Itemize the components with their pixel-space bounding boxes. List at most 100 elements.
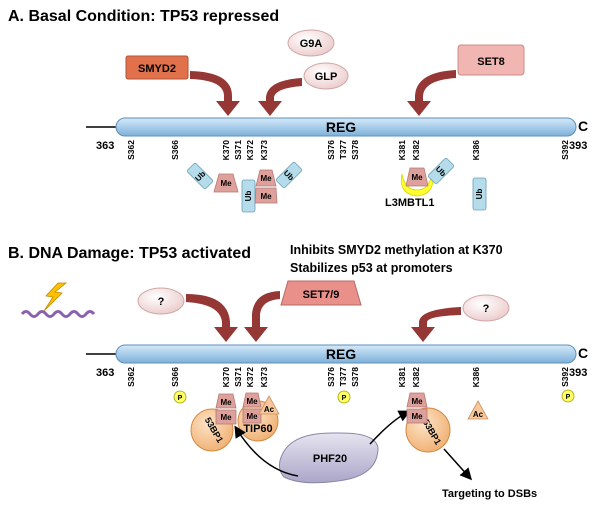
set79-enzyme: SET7/9 <box>280 280 362 306</box>
phospho-mark-s376: P <box>337 390 351 404</box>
svg-text:Me: Me <box>220 179 232 188</box>
panel-b-start-residue: 363 <box>96 367 114 379</box>
g9a-enzyme: G9A <box>287 29 335 57</box>
panel-a-end-residue: 393 <box>569 140 587 152</box>
ac-mark-b-k373: Ac <box>258 395 280 415</box>
phf20-to-k382-arrow <box>369 410 411 445</box>
site-b-s366: S366 <box>170 367 180 387</box>
l3mbtl1-label: L3MBTL1 <box>385 197 435 209</box>
site-b-k370: K370 <box>221 367 231 388</box>
site-s362: S362 <box>126 140 136 160</box>
phf20-to-me-arrow <box>234 425 299 477</box>
panel-b-end-residue: 393 <box>569 367 587 379</box>
svg-text:Me: Me <box>411 173 423 182</box>
phospho-mark-s366: P <box>173 390 187 404</box>
panel-a-reg-label: REG <box>326 119 356 135</box>
panel-b-title: B. DNA Damage: TP53 activated <box>8 245 251 262</box>
set8-enzyme: SET8 <box>457 44 525 76</box>
svg-text:Ac: Ac <box>264 405 275 414</box>
g9a-glp-arrow <box>258 78 302 116</box>
me-mark-b-k382-top: Me <box>406 392 428 408</box>
ub-mark-k382: Ub <box>427 157 455 185</box>
site-b-k372: K372 <box>245 367 255 388</box>
me-mark-b-k382-bottom: Me <box>406 408 428 424</box>
panel-b-reg-label: REG <box>326 346 356 362</box>
svg-text:P: P <box>566 394 571 401</box>
outcome-label: Targeting to DSBs <box>442 488 537 500</box>
svg-text:Me: Me <box>220 398 232 407</box>
site-b-s362: S362 <box>126 367 136 387</box>
panel-a-reg-domain <box>115 117 577 137</box>
set79-label: SET7/9 <box>303 289 340 301</box>
panel-b-note-2: Stabilizes p53 at promoters <box>290 261 453 275</box>
ub-mark-k373: Ub <box>275 161 303 189</box>
svg-text:P: P <box>178 395 183 402</box>
unknown-enzyme-left: ? <box>137 287 185 315</box>
unknown-right-arrow <box>411 307 461 342</box>
ub-mark-k386: Ub <box>472 177 487 211</box>
g9a-label: G9A <box>300 38 323 50</box>
ub-mark-k370: Ub <box>186 162 214 190</box>
svg-text:?: ? <box>483 303 490 315</box>
site-s371: S371 <box>233 140 243 160</box>
glp-label: GLP <box>315 71 338 83</box>
site-b-t377: T377 <box>338 367 348 387</box>
site-k386: K386 <box>471 140 481 161</box>
set79-arrow <box>244 291 280 342</box>
tip60-label: TIP60 <box>243 423 272 435</box>
ub-mark-k372: Ub <box>241 179 256 213</box>
me-mark-k382: Me <box>405 167 429 187</box>
svg-text:Me: Me <box>246 412 258 421</box>
svg-text:Me: Me <box>260 174 272 183</box>
panel-a-marks: Ub Me Ub Me Me Ub Me <box>186 157 487 213</box>
svg-text:?: ? <box>158 296 165 308</box>
site-b-k382: K382 <box>411 367 421 388</box>
dsb-target-arrow <box>443 448 473 481</box>
phf20-reader: PHF20 <box>278 432 379 484</box>
site-b-s371: S371 <box>233 367 243 387</box>
panel-a-site-labels: S362 S366 K370 S371 K372 K373 S376 T377 … <box>126 140 570 161</box>
svg-text:Me: Me <box>411 412 423 421</box>
phf20-label: PHF20 <box>313 453 347 465</box>
smyd2-arrow <box>190 71 240 116</box>
svg-text:Me: Me <box>411 397 423 406</box>
me-mark-b-k370-bottom: Me <box>215 409 237 425</box>
unknown-enzyme-right: ? <box>462 294 510 322</box>
set8-arrow <box>407 70 456 116</box>
site-k381: K381 <box>397 140 407 161</box>
panel-b-c-terminus: C <box>578 345 588 361</box>
site-b-k386: K386 <box>471 367 481 388</box>
site-b-s378: S378 <box>350 367 360 387</box>
me-mark-b-k370-top: Me <box>215 393 237 409</box>
site-s366: S366 <box>170 140 180 160</box>
phospho-mark-s392: P <box>561 389 575 403</box>
site-s392: S392 <box>560 140 570 160</box>
panel-a-start-residue: 363 <box>96 140 114 152</box>
panel-b-reg-domain <box>115 344 577 364</box>
me-mark-k373-top: Me <box>255 169 277 187</box>
site-b-k373: K373 <box>259 367 269 388</box>
site-s376: S376 <box>326 140 336 160</box>
site-b-s376: S376 <box>326 367 336 387</box>
panel-b-site-labels: S362 S366 K370 S371 K372 K373 S376 T377 … <box>126 367 570 388</box>
svg-text:Me: Me <box>220 413 232 422</box>
svg-text:Me: Me <box>246 397 258 406</box>
site-b-k381: K381 <box>397 367 407 388</box>
smyd2-enzyme: SMYD2 <box>125 55 189 80</box>
svg-text:Ub: Ub <box>475 189 484 200</box>
svg-text:Ub: Ub <box>244 191 253 202</box>
site-t377: T377 <box>338 140 348 160</box>
panel-b-note-1: Inhibits SMYD2 methylation at K370 <box>290 243 503 257</box>
site-s378: S378 <box>350 140 360 160</box>
set8-label: SET8 <box>477 56 505 68</box>
smyd2-label: SMYD2 <box>138 63 176 75</box>
svg-text:Ac: Ac <box>473 410 484 419</box>
glp-enzyme: GLP <box>303 62 349 90</box>
unknown-left-arrow <box>186 294 238 342</box>
site-k370: K370 <box>221 140 231 161</box>
site-k382: K382 <box>411 140 421 161</box>
me-mark-b-k372-bottom: Me <box>242 408 262 424</box>
panel-a-title: A. Basal Condition: TP53 repressed <box>8 8 279 25</box>
ac-mark-b-k386: Ac <box>467 400 489 420</box>
